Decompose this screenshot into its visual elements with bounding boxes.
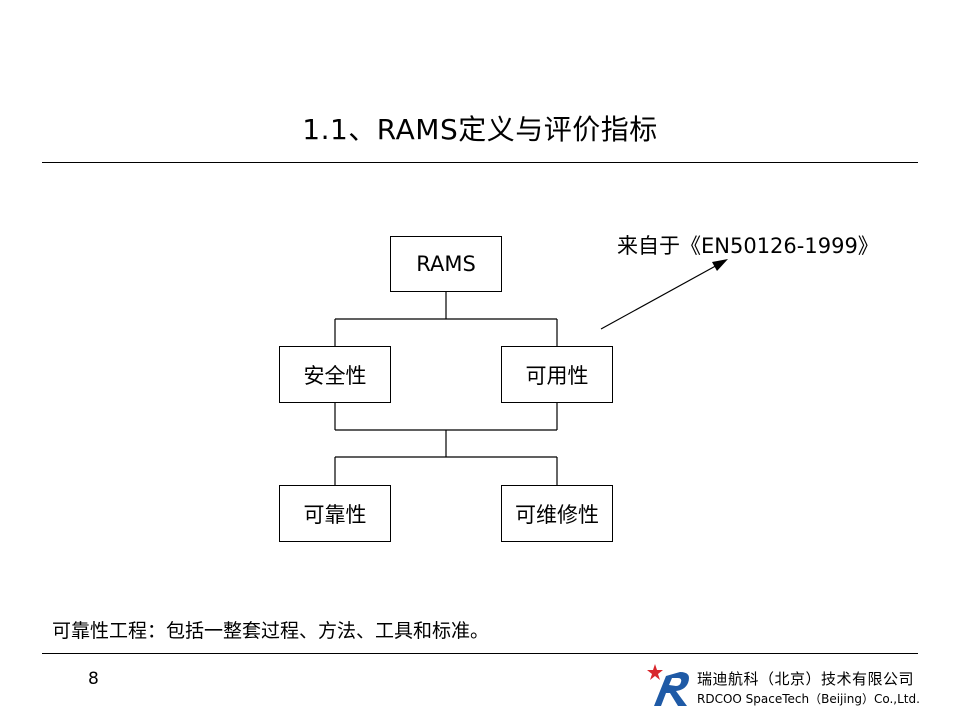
node-safety: 安全性 (279, 346, 391, 403)
slide-title: 1.1、RAMS定义与评价指标 (302, 113, 658, 146)
footnote-text: 可靠性工程：包括一整套过程、方法、工具和标准。 (52, 620, 490, 642)
footer-divider (42, 653, 918, 654)
page-number: 8 (88, 669, 99, 689)
source-note: 来自于《EN50126-1999》 (617, 234, 879, 258)
source-arrow-head (712, 259, 728, 271)
node-rams: RAMS (390, 236, 502, 292)
node-reliability: 可靠性 (279, 485, 391, 542)
node-availability: 可用性 (501, 346, 613, 403)
source-arrow-line (600, 262, 722, 330)
node-maintainability: 可维修性 (501, 485, 613, 542)
company-name-en: RDCOO SpaceTech（Beijing）Co.,Ltd. (697, 692, 920, 706)
title-divider (42, 162, 918, 163)
company-logo-icon (647, 664, 689, 706)
company-name-cn: 瑞迪航科（北京）技术有限公司 (697, 670, 915, 688)
